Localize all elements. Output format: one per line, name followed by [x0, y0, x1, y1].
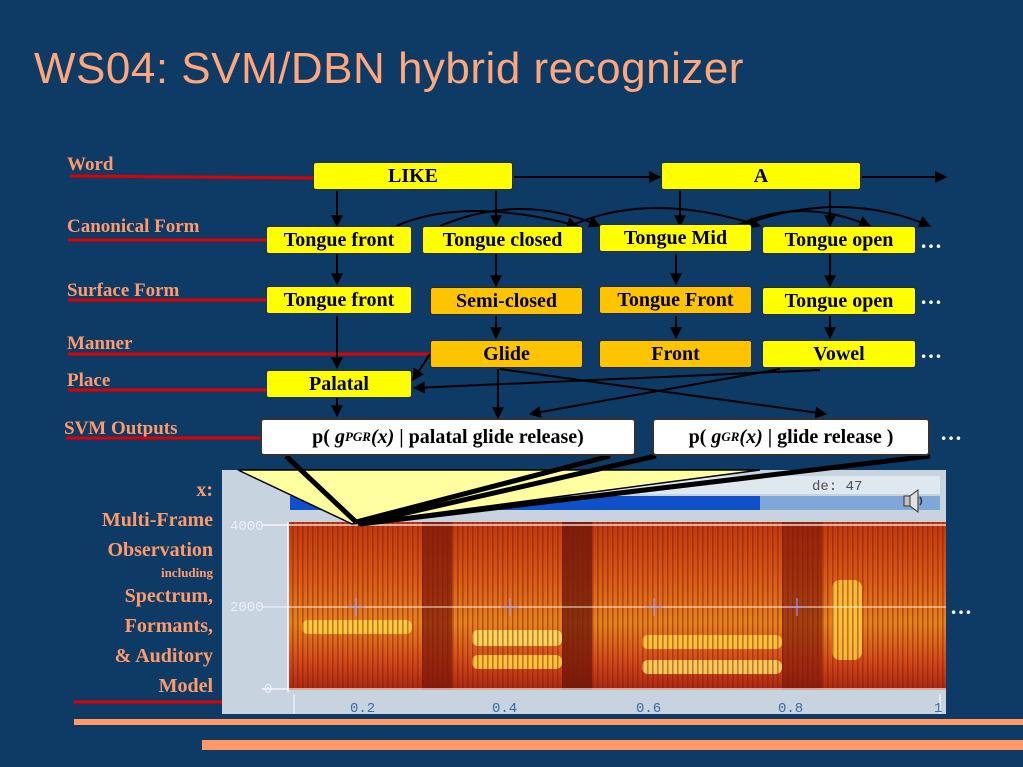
- observation-label-line4: including: [160, 565, 213, 580]
- speaker-icon[interactable]: [902, 488, 926, 514]
- canonical-node-tongue-front: Tongue front: [266, 226, 412, 254]
- surface-node-tongue-front-2: Tongue Front: [599, 286, 752, 314]
- row-label-canonical: Canonical Form: [67, 216, 200, 237]
- y-tick-0: 0: [264, 682, 272, 698]
- row-label-word: Word: [67, 154, 114, 175]
- place-node-palatal: Palatal: [266, 370, 412, 398]
- x-tick-0-4: 0.4: [492, 701, 517, 714]
- spectrogram-image: de: 47 4000 2000 0 0.: [222, 476, 946, 717]
- canonical-node-tongue-closed: Tongue closed: [422, 226, 583, 254]
- x-tick-0-2: 0.2: [350, 701, 375, 714]
- spectrogram-status-text: de: 47: [812, 479, 862, 495]
- observation-label-line6: Formants,: [124, 615, 213, 637]
- surface-node-tongue-open: Tongue open: [762, 287, 916, 315]
- row-label-place: Place: [67, 370, 111, 391]
- surface-node-semi-closed: Semi-closed: [430, 287, 583, 315]
- canonical-node-tongue-mid: Tongue Mid: [599, 224, 752, 252]
- ellipsis-manner: …: [920, 338, 943, 363]
- manner-node-glide: Glide: [430, 340, 583, 368]
- ellipsis-spectrogram: …: [950, 594, 973, 619]
- ellipsis-svm: …: [940, 420, 963, 445]
- x-tick-0-8: 0.8: [778, 701, 803, 714]
- slide-title: WS04: SVM/DBN hybrid recognizer: [34, 44, 744, 93]
- observation-label-line3: Observation: [107, 539, 213, 561]
- row-label-manner: Manner: [67, 333, 133, 354]
- ellipsis-canonical: …: [920, 228, 943, 253]
- y-tick-2000: 2000: [230, 600, 264, 616]
- word-node-like: LIKE: [313, 162, 513, 190]
- x-tick-1: 1: [934, 701, 942, 714]
- y-tick-4000: 4000: [230, 519, 264, 535]
- row-label-svm: SVM Outputs: [64, 418, 178, 439]
- observation-label-line1: x:: [196, 479, 213, 501]
- word-node-a: A: [661, 162, 861, 190]
- observation-label-line2: Multi-Frame: [101, 509, 213, 531]
- x-tick-0-6: 0.6: [636, 701, 661, 714]
- manner-node-front: Front: [599, 340, 752, 368]
- row-label-surface: Surface Form: [67, 280, 180, 301]
- manner-node-vowel: Vowel: [762, 340, 916, 368]
- observation-label-line7: & Auditory: [114, 645, 213, 667]
- observation-label-line8: Model: [158, 675, 213, 697]
- ellipsis-surface: …: [920, 284, 943, 309]
- observation-label: x: Multi-Frame Observation including Spe…: [102, 475, 213, 701]
- observation-label-line5: Spectrum,: [124, 585, 213, 607]
- canonical-node-tongue-open: Tongue open: [762, 226, 916, 254]
- surface-node-tongue-front: Tongue front: [266, 286, 412, 314]
